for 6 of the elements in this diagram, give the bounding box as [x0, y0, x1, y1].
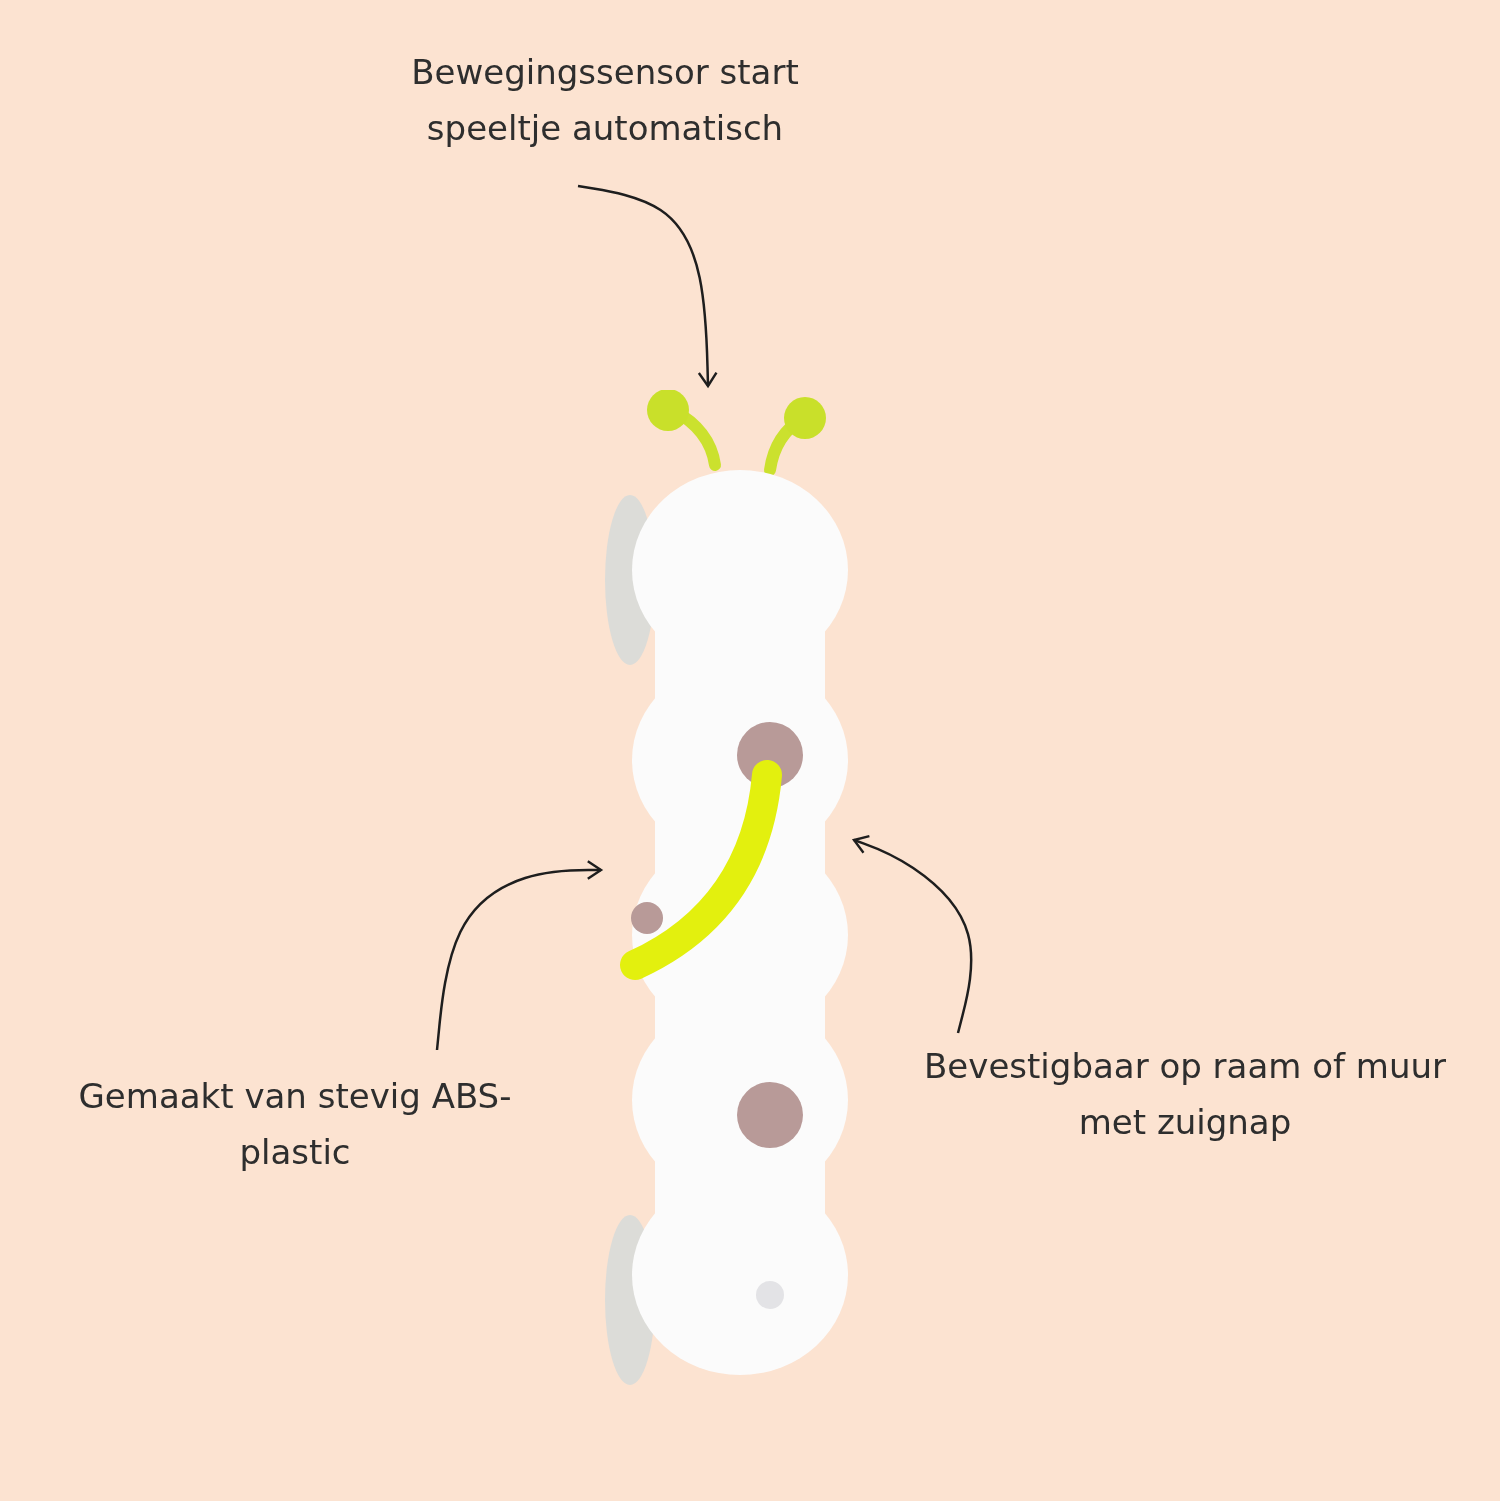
callout-text: Bevestigbaar op raam of muur met zuignap [923, 1045, 1447, 1144]
curved-arrow [852, 834, 973, 1034]
callout-text: Gemaakt van stevig ABS-plastic [77, 1075, 513, 1174]
curved-arrow [577, 184, 718, 388]
callout-text: Bewegingssensor start speeltje automatisch [410, 51, 800, 150]
curved-arrow [435, 860, 603, 1051]
